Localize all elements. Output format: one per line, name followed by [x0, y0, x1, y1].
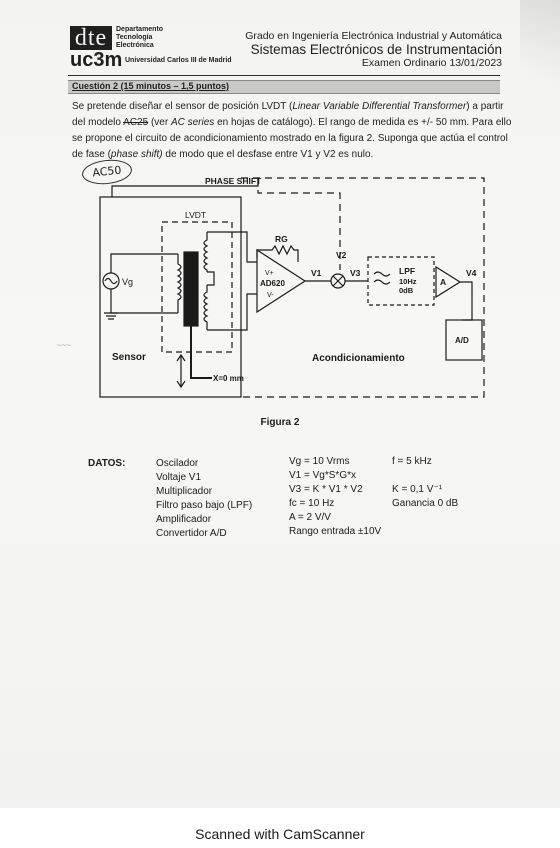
multiply-icon [332, 275, 344, 287]
output-amp-label: A [440, 277, 446, 287]
datos-extra: f = 5 kHz [392, 456, 432, 467]
margin-scribble: ~~~ [57, 341, 72, 350]
secondary-wire-bottom [207, 293, 257, 331]
dte-uc3m-logo: dte Departamento Tecnología Electrónica … [70, 24, 260, 70]
secondary-coil-top [203, 232, 209, 272]
secondary-wire-top [207, 231, 257, 263]
displacement-arrow-icon [176, 353, 186, 389]
datos-item: Convertidor A/D [156, 528, 227, 539]
header-rule [68, 75, 500, 76]
figure-caption: Figura 2 [260, 417, 300, 428]
page-fold-shadow [520, 0, 560, 110]
datos-value: Rango entrada ±10V [289, 526, 382, 537]
vplus-label: V+ [265, 270, 274, 277]
ground-icon [104, 312, 118, 320]
datos-item: Oscilador [156, 458, 199, 469]
datos-extra [392, 525, 458, 539]
v2-label: V2 [336, 250, 347, 260]
datos-value: Vg = 10 Vrms [289, 456, 350, 467]
text-span: de fase ( [72, 149, 111, 160]
conditioning-label: Acondicionamiento [312, 353, 405, 364]
text-span: del modelo [72, 117, 124, 128]
text-span-italic: phase shift) [110, 149, 163, 160]
lpf-label: LPF [399, 266, 415, 276]
text-span: Se pretende diseñar el sensor de posició… [72, 101, 293, 112]
rg-label: RG [275, 234, 288, 244]
paragraph-line-3: se propone el circuito de acondicionamie… [72, 133, 508, 144]
question-bar [68, 80, 500, 94]
uc3m-logo-text: uc3m [70, 49, 123, 71]
lpf-cutoff-label: 10Hz [399, 277, 417, 286]
university-name: Universidad Carlos III de Madrid [125, 57, 232, 64]
v1-label: V1 [311, 268, 322, 278]
phase-shift-label: PHASE SHIFT [205, 176, 262, 186]
lvdt-frame [161, 221, 233, 353]
lvdt-core [183, 251, 199, 327]
datos-extra: K = 0,1 V⁻¹ [392, 484, 443, 495]
ad620-label: AD620 [260, 279, 285, 288]
lvdt-circuit-diagram: PHASE SHIFT LVDT Vg RG V+ AD620 V- V1 V2… [99, 176, 485, 398]
lpf-block [367, 256, 435, 306]
x0-label: X=0 mm [213, 374, 244, 383]
v3-label: V3 [350, 268, 361, 278]
datos-value: fc = 10 Hz [289, 498, 335, 509]
adc-label: A/D [455, 336, 469, 345]
text-span-italic: AC series [170, 117, 215, 128]
vg-wire-bottom [110, 289, 178, 314]
dte-logo-mark: dte [70, 26, 112, 50]
datos-value: V3 = K * V1 * V2 [289, 484, 363, 495]
lvdt-label: LVDT [185, 210, 206, 220]
paragraph-line-1: Se pretende diseñar el sensor de posició… [72, 99, 504, 115]
degree-title: Grado en Ingeniería Electrónica Industri… [245, 30, 502, 42]
datos-item: Voltaje V1 [156, 472, 202, 483]
exam-sheet [0, 0, 560, 808]
course-title: Sistemas Electrónicos de Instrumentación [250, 42, 502, 57]
vminus-label: V- [267, 292, 274, 299]
datos-heading: DATOS: [88, 458, 126, 469]
text-span: ) a partir [466, 101, 504, 112]
text-span-italic: Linear Variable Differential Transformer [292, 101, 467, 112]
v4-label: V4 [466, 268, 477, 278]
core-rod [190, 326, 212, 379]
rg-resistor [257, 244, 299, 262]
paragraph-line-4: de fase (phase shift) de modo que el des… [72, 147, 500, 163]
question-title: Cuestión 2 (15 minutos – 1,5 puntos) [72, 81, 230, 91]
camscanner-footer: Scanned with CamScanner [195, 826, 365, 842]
paragraph-line-2: del modelo AC25 (ver AC series en hojas … [72, 115, 511, 131]
lpf-gain-label: 0dB [399, 286, 414, 295]
sensor-frame [99, 196, 242, 398]
vg-label: Vg [122, 277, 133, 287]
sine-icon [104, 277, 118, 285]
text-span: (ver [148, 117, 171, 128]
department-name: Departamento Tecnología Electrónica [116, 26, 164, 49]
secondary-coil-bottom [203, 285, 209, 330]
text-span: en hojas de catálogo). El rango de medid… [214, 117, 512, 128]
datos-extra: Ganancia 0 dB [392, 498, 459, 509]
v4-wire [460, 281, 473, 321]
filter-icon [373, 271, 391, 285]
datos-items-column: Oscilador Voltaje V1 Multiplicador Filtr… [156, 457, 252, 541]
text-span: de modo que el desfase entre V1 y V2 es … [162, 149, 374, 160]
adc-block [445, 319, 483, 361]
datos-value: V1 = Vg*S*G*x [289, 470, 356, 481]
datos-item: Filtro paso bajo (LPF) [156, 500, 253, 511]
datos-item: Amplificador [156, 514, 212, 525]
output-amplifier [435, 265, 462, 299]
phase-shift-v2-wire [257, 178, 341, 270]
exam-title: Examen Ordinario 13/01/2023 [361, 57, 502, 69]
primary-coil [176, 254, 182, 313]
conditioning-frame [241, 177, 485, 398]
datos-values-column: Vg = 10 Vrms V1 = Vg*S*G*x V3 = K * V1 *… [289, 455, 381, 539]
datos-extra-column: f = 5 kHz K = 0,1 V⁻¹ Ganancia 0 dB [392, 455, 458, 539]
datos-value: A = 2 V/V [289, 512, 331, 523]
ad620-amplifier [256, 248, 307, 314]
datos-extra [392, 469, 458, 483]
datos-extra [392, 511, 458, 525]
sensor-label: Sensor [112, 352, 146, 363]
struck-model-text: AC25 [123, 117, 149, 128]
secondary-link-wire [207, 271, 215, 286]
vg-wire-top [110, 253, 178, 273]
datos-item: Multiplicador [156, 486, 213, 497]
